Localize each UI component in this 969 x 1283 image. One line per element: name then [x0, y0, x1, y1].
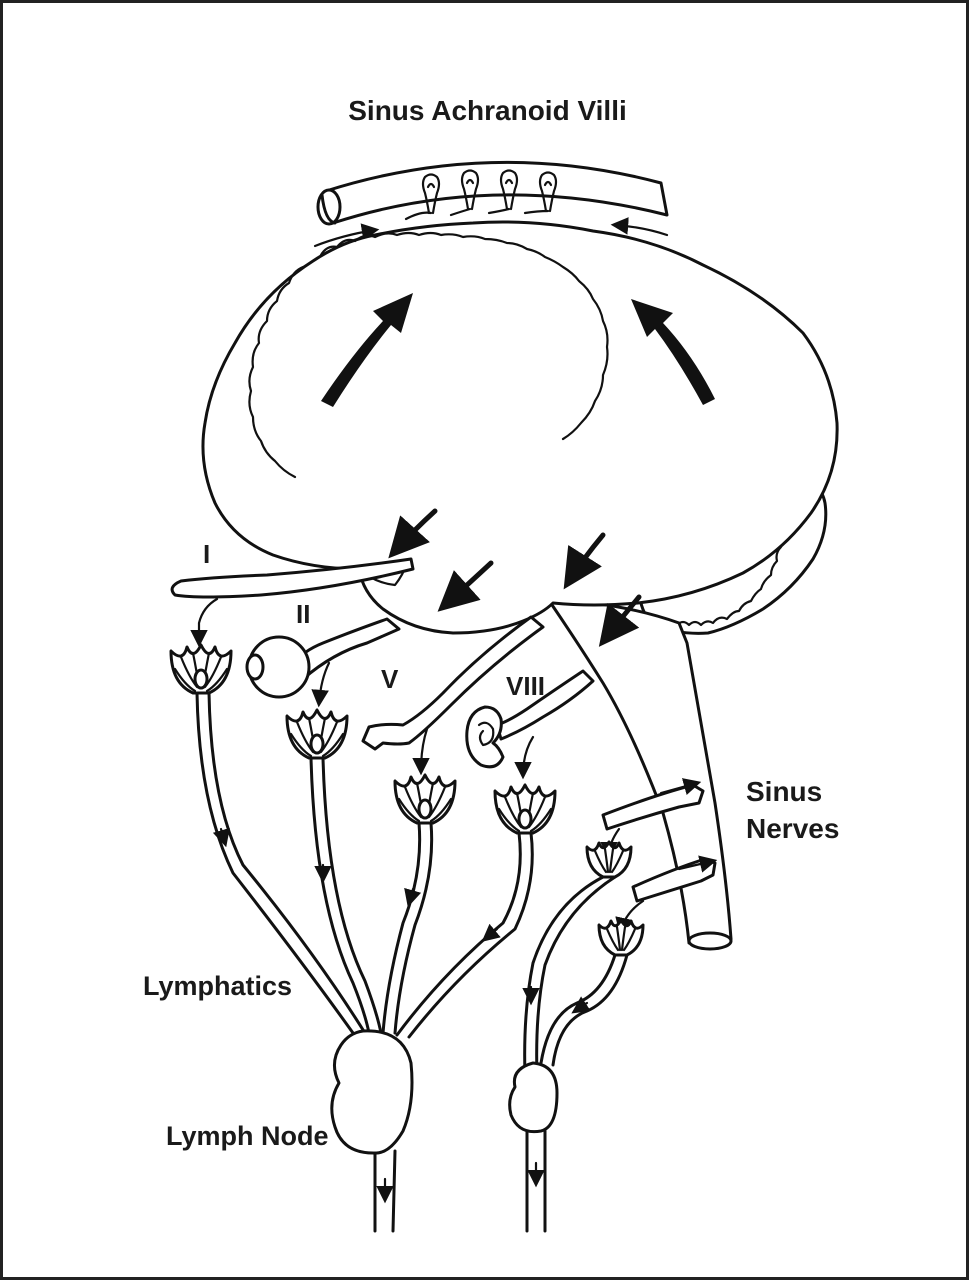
olfactory-nerve — [170, 557, 415, 648]
label-nerve-2: II — [296, 599, 311, 629]
lymphatic-vessels — [195, 691, 629, 1077]
label-lymphatics: Lymphatics — [143, 971, 293, 1001]
label-sinus-nerves-line2: Nerves — [746, 813, 840, 844]
lymph-nodes — [330, 1029, 559, 1233]
optic-nerve — [245, 617, 401, 708]
diagram-canvas — [169, 160, 839, 1233]
label-nerve-8: VIII — [506, 671, 546, 701]
vestibulocochlear-nerve — [465, 669, 595, 780]
label-lymph-node: Lymph Node — [166, 1121, 329, 1151]
label-sinus-nerves: Sinus Nerves — [746, 773, 839, 847]
label-nerve-5: V — [381, 664, 399, 694]
label-nerve-1: I — [203, 539, 211, 569]
sinus-nerve-branches — [600, 778, 718, 936]
sinus-tube — [316, 160, 669, 226]
diagram-title: Sinus Achranoid Villi — [348, 95, 627, 126]
arachnoid-villi — [313, 169, 669, 248]
csf-flow-arrows — [321, 293, 715, 647]
label-sinus-nerves-line1: Sinus — [746, 776, 823, 807]
trigeminal-nerve — [361, 615, 545, 776]
